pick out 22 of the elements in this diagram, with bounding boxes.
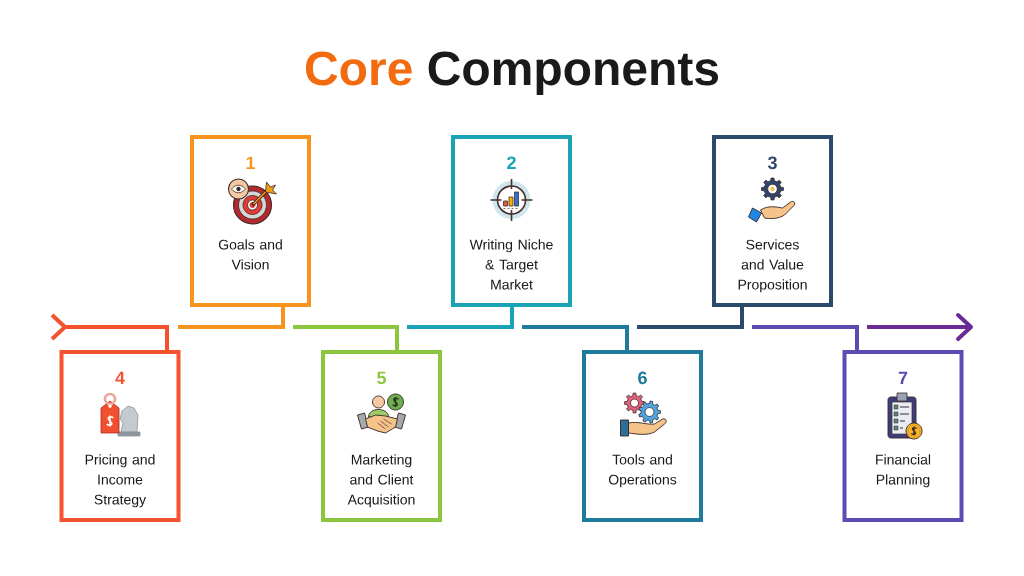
step-number: 2 [507, 156, 516, 169]
connector-line [407, 307, 514, 329]
step-number: 3 [767, 156, 777, 170]
connector-line [178, 307, 285, 329]
title: Core Components [305, 51, 719, 95]
step-number: 1 [246, 156, 255, 169]
step-number: 4 [115, 371, 125, 384]
step-number: 5 [377, 371, 386, 385]
step-label: Tools and Operations [608, 454, 677, 488]
connector-line [752, 325, 859, 350]
connector-line [637, 307, 744, 329]
step-number: 6 [638, 371, 647, 385]
step-label: Services and Value Proposition [738, 239, 807, 293]
connector-line [522, 325, 629, 350]
step-label: Financial Planning [876, 454, 931, 488]
connector-line [293, 325, 399, 350]
step-label: Goals and Vision [218, 239, 282, 270]
step-label: Marketing and Client Acquisition [347, 454, 415, 508]
step-label: Writing Niche & Target Market [469, 239, 553, 290]
connector-line [50, 313, 169, 350]
step-number: 7 [898, 371, 908, 384]
step-label: Pricing and Income Strategy [85, 454, 155, 508]
